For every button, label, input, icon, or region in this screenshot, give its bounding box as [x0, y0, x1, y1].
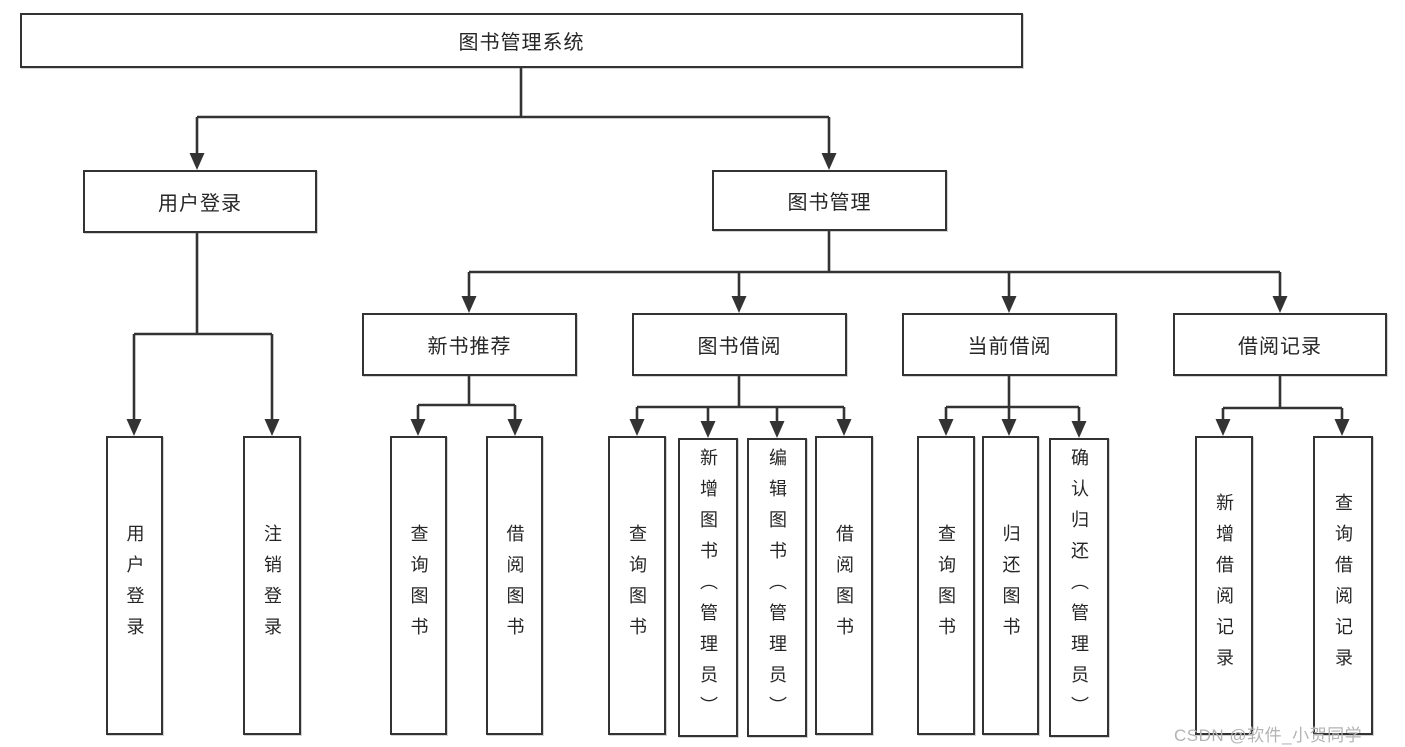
csdn-watermark: CSDN @软件_小贺同学	[1174, 726, 1363, 745]
leaf-borrow-books: 借阅图书	[815, 436, 873, 735]
leaf-query-borrow-record: 查询借阅记录	[1313, 436, 1373, 735]
leaf-edit-books-admin: 编辑图书（管理员）	[747, 438, 807, 737]
node-new-book-recommendation: 新书推荐	[362, 313, 577, 376]
node-label: 查询借阅记录	[1333, 492, 1353, 679]
node-label: 借阅记录	[1238, 336, 1322, 358]
leaf-query-books-recommend: 查询图书	[390, 436, 447, 735]
node-label: 归还图书	[1000, 523, 1021, 648]
leaf-borrow-books-recommend: 借阅图书	[486, 436, 543, 735]
leaf-add-borrow-record: 新增借阅记录	[1195, 436, 1253, 735]
node-library-management-system: 图书管理系统	[20, 13, 1023, 68]
node-label: 图书借阅	[697, 336, 782, 358]
node-label: 确认归还（管理员）	[1069, 448, 1089, 727]
node-label: 借阅图书	[504, 523, 525, 648]
node-label: 查询图书	[408, 523, 429, 648]
leaf-confirm-return-admin: 确认归还（管理员）	[1049, 438, 1109, 737]
node-label: 新增图书（管理员）	[698, 448, 718, 727]
node-label: 新书推荐	[427, 336, 512, 358]
node-borrowing-records: 借阅记录	[1173, 313, 1387, 376]
leaf-query-books-borrowing: 查询图书	[608, 436, 666, 735]
node-book-management: 图书管理	[712, 170, 947, 231]
leaf-user-login: 用户登录	[106, 436, 163, 735]
node-label: 借阅图书	[834, 523, 854, 648]
leaf-logout: 注销登录	[243, 436, 301, 735]
node-label: 图书管理系统	[458, 32, 585, 54]
leaf-add-books-admin: 新增图书（管理员）	[678, 438, 738, 737]
node-label: 查询图书	[627, 523, 647, 648]
node-label: 编辑图书（管理员）	[767, 448, 787, 727]
node-label: 用户登录	[124, 523, 145, 648]
node-current-borrowing: 当前借阅	[902, 313, 1117, 376]
leaf-return-books: 归还图书	[982, 436, 1039, 735]
node-user-login: 用户登录	[83, 170, 317, 233]
leaf-query-books-current: 查询图书	[917, 436, 975, 735]
node-label: 图书管理	[787, 192, 872, 214]
node-label: 新增借阅记录	[1214, 492, 1234, 679]
node-label: 查询图书	[936, 523, 956, 648]
node-label: 当前借阅	[967, 336, 1052, 358]
node-label: 注销登录	[262, 523, 282, 648]
node-label: 用户登录	[158, 193, 242, 215]
node-book-borrowing: 图书借阅	[632, 313, 847, 376]
